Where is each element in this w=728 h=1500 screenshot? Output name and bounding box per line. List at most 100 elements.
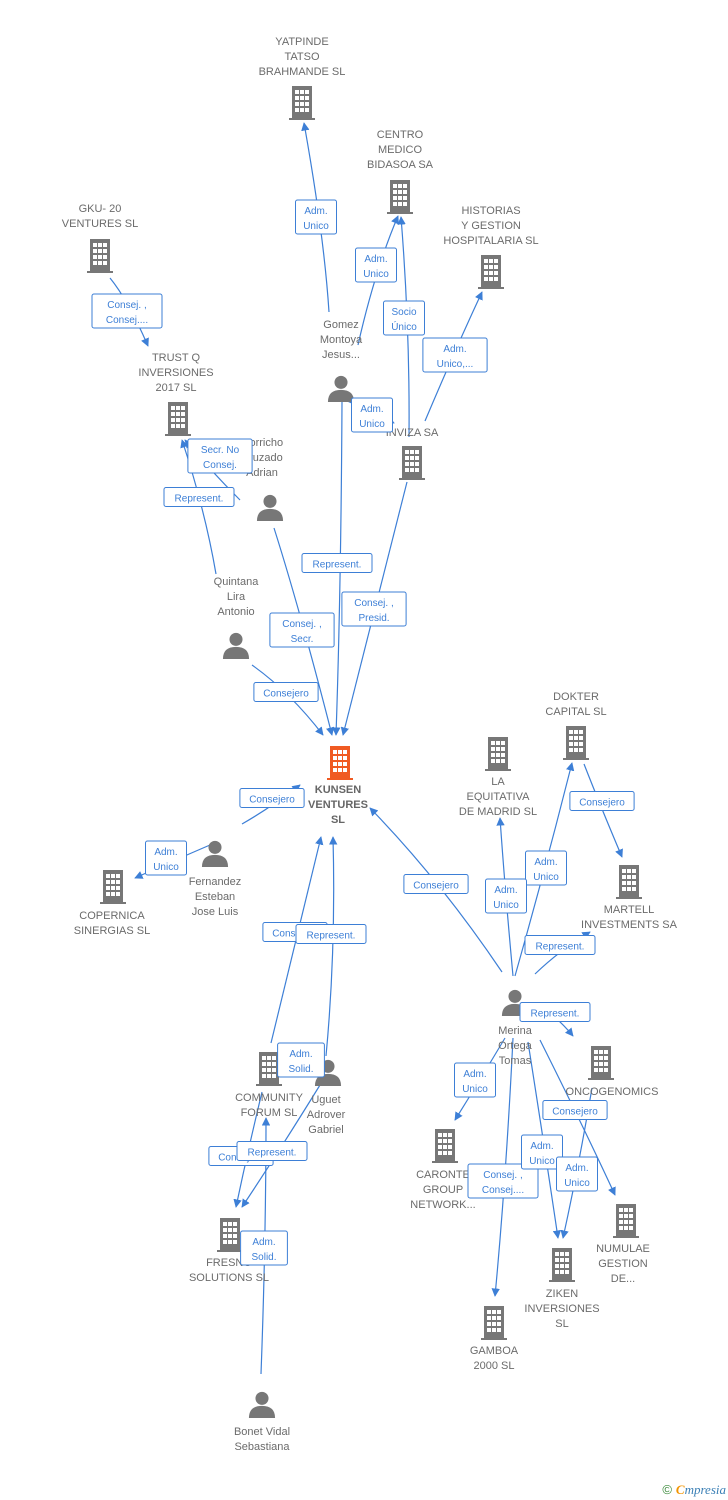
brand-logo-text[interactable]: mpresia [684, 1482, 726, 1497]
node-oncogenomics[interactable]: ONCOGENOMICS [566, 1046, 659, 1098]
edge-label-merina-to-numulae[interactable]: Adm. Unico [556, 1156, 598, 1192]
edge-label-text: Unico [564, 1178, 590, 1189]
node-label: TRUST Q [152, 352, 201, 364]
edge-label-gomez-to-yatpinde[interactable]: Adm.Unico [295, 199, 337, 235]
edge-label-text: Solid. [288, 1064, 313, 1075]
edge-label-merina-to-oncogenomics[interactable]: Represent. [519, 1002, 591, 1022]
brand-logo-initial: C [675, 1482, 685, 1497]
person-icon [256, 494, 284, 521]
company-building-icon [217, 1218, 243, 1252]
node-label: EQUITATIVA [467, 791, 531, 803]
edge-label-box [351, 397, 393, 433]
edge-label-box [542, 1100, 608, 1120]
edge-label-box [485, 878, 527, 914]
node-label: MEDICO [378, 144, 422, 156]
edge-label-text: Unico [462, 1084, 488, 1095]
edge-label-gomez-to-inviza[interactable]: Adm.Unico [351, 397, 393, 433]
edge-label-box [295, 199, 337, 235]
edge-label-merina-to-dokter[interactable]: Adm.Unico [525, 850, 567, 886]
edge-label-quintana-to-trustq[interactable]: Represent. [163, 487, 235, 507]
edge-label-fernandez-to-kunsen[interactable]: Consejero [239, 788, 305, 808]
edge-label-merina-to-martell[interactable]: Represent. [524, 935, 596, 955]
edge-label-text: Unico [359, 419, 385, 430]
edge-label-merina-to-caronte[interactable]: Adm.Unico [454, 1062, 496, 1098]
node-label: Jesus... [322, 349, 360, 361]
edge-label-text: Adm. [364, 254, 387, 265]
edge-label-quintana-to-kunsen[interactable]: Consejero [253, 682, 319, 702]
edge-label-gomez-to-kunsen[interactable]: Represent. [301, 553, 373, 573]
node-label: Bonet Vidal [234, 1426, 290, 1438]
node-label: Esteban [195, 891, 235, 903]
node-label: INVESTMENTS SA [581, 919, 678, 931]
node-label: COMMUNITY [235, 1092, 303, 1104]
edge-label-text: Adm. [565, 1163, 588, 1174]
edge-label-text: Consej. [203, 460, 237, 471]
edge-label-text: Consejero [413, 881, 459, 892]
node-label: Lira [227, 591, 246, 603]
edge-label-oncogenomics-to-ziken[interactable]: Consejero [542, 1100, 608, 1120]
edge-label-box [341, 591, 407, 627]
node-label: SOLUTIONS SL [189, 1272, 269, 1284]
edge-label-uguet-to-fresno[interactable]: Represent. [236, 1141, 308, 1161]
node-label: GESTION [598, 1258, 648, 1270]
edge-label-box [525, 850, 567, 886]
edge-label-merina-to-equitativa[interactable]: Adm.Unico [485, 878, 527, 914]
edge-label-gorricho-to-kunsen[interactable]: Consej. ,Secr. [269, 612, 335, 648]
edge-label-text: Adm. [530, 1141, 553, 1152]
edge-label-text: Consejero [249, 795, 295, 806]
edge-label-inviza-to-historias[interactable]: Adm.Unico,... [422, 337, 488, 373]
person-icon [327, 375, 355, 402]
edge-label-merina-to-kunsen[interactable]: Consejero [403, 874, 469, 894]
edge-label-box [240, 1230, 288, 1266]
edge-label-inviza-to-kunsen[interactable]: Consej. ,Presid. [341, 591, 407, 627]
node-label: Tomas [499, 1055, 532, 1067]
node-inviza[interactable]: INVIZA SA [386, 427, 439, 480]
edge-label-gku-to-trustq[interactable]: Consej. ,Consej.... [91, 293, 163, 329]
edge-label-gomez-to-centro[interactable]: Adm.Unico [355, 247, 397, 283]
edge-label-merina-to-gamboa[interactable]: Consej. ,Consej.... [467, 1163, 539, 1199]
edge-label-merina-to-ziken[interactable]: Adm.Unico [521, 1134, 563, 1170]
edge-gomez-to-kunsen [332, 401, 343, 736]
edge-label-uguet-to-community[interactable]: Adm.Solid. [277, 1042, 325, 1078]
edge-label-bonet-to-community[interactable]: Adm.Solid. [240, 1230, 288, 1266]
company-building-icon [616, 865, 642, 899]
node-numulae[interactable]: NUMULAEGESTIONDE... [596, 1204, 650, 1285]
node-caronte[interactable]: CARONTEGROUPNETWORK... [410, 1129, 476, 1211]
company-building-icon [289, 86, 315, 120]
edge-label-fernandez-to-copernica[interactable]: Adm.Unico [145, 840, 187, 876]
edge-label-text: Consej. , [107, 300, 146, 311]
edge-label-box [569, 791, 635, 811]
node-label: DE... [611, 1273, 635, 1285]
edge-label-uguet-to-kunsen[interactable]: Represent. [295, 924, 367, 944]
edge-label-text: Consejero [552, 1107, 598, 1118]
edge-label-dokter-to-martell[interactable]: Consejero [569, 791, 635, 811]
company-building-icon [165, 402, 191, 436]
node-label: Merina [498, 1025, 533, 1037]
node-label: Montoya [320, 334, 363, 346]
node-label: DE MADRID SL [459, 806, 537, 818]
node-gomez[interactable]: GomezMontoyaJesus... [320, 319, 363, 402]
company-building-icon [613, 1204, 639, 1238]
edge-label-box [236, 1141, 308, 1161]
node-label: GKU- 20 [79, 203, 122, 215]
